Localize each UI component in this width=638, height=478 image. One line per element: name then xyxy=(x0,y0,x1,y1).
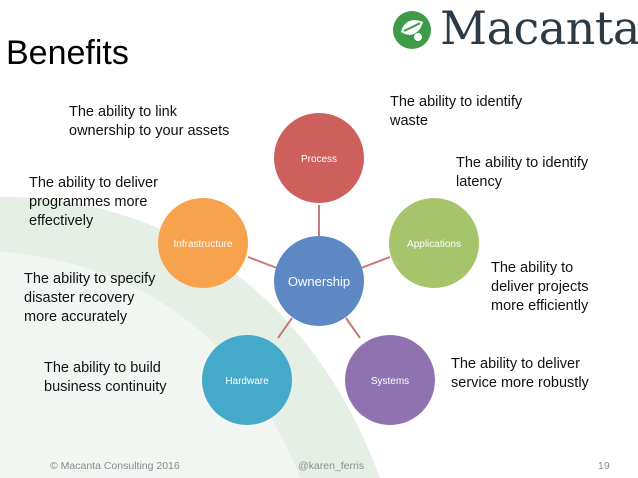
node-applications-label: Applications xyxy=(407,239,461,250)
node-systems: Systems xyxy=(345,335,435,425)
node-infrastructure-label: Infrastructure xyxy=(174,239,233,250)
node-process-label: Process xyxy=(301,154,337,165)
callout-deliver-programmes: The ability to deliver programmes more e… xyxy=(29,175,158,229)
callout-business-continuity: The ability to build business continuity xyxy=(44,360,167,395)
node-hardware-label: Hardware xyxy=(225,376,269,387)
leaf-logo-icon xyxy=(393,11,431,49)
callout-disaster-recovery: The ability to specify disaster recovery… xyxy=(24,271,156,325)
callout-identify-latency: The ability to identify latency xyxy=(456,155,589,190)
node-systems-label: Systems xyxy=(371,376,409,387)
brand-logo: Macanta xyxy=(392,1,638,55)
footer-copyright: © Macanta Consulting 2016 xyxy=(50,460,180,472)
callout-link-assets: The ability to link ownership to your as… xyxy=(69,104,230,139)
node-hardware: Hardware xyxy=(202,335,292,425)
node-process: Process xyxy=(274,113,364,203)
node-infrastructure: Infrastructure xyxy=(158,198,248,288)
slide-title: Benefits xyxy=(6,34,129,72)
footer-handle: @karen_ferris xyxy=(298,460,365,472)
footer-page-number: 19 xyxy=(598,460,610,472)
center-label: Ownership xyxy=(288,274,350,289)
callout-identify-waste: The ability to identify waste xyxy=(390,94,523,129)
node-ownership: Ownership xyxy=(274,236,364,326)
logo-wordmark: Macanta xyxy=(440,1,638,55)
callout-deliver-projects: The ability to deliver projects more eff… xyxy=(491,260,589,314)
node-applications: Applications xyxy=(389,198,479,288)
connectors xyxy=(247,205,391,339)
callout-service-robustly: The ability to deliver service more robu… xyxy=(451,356,589,391)
